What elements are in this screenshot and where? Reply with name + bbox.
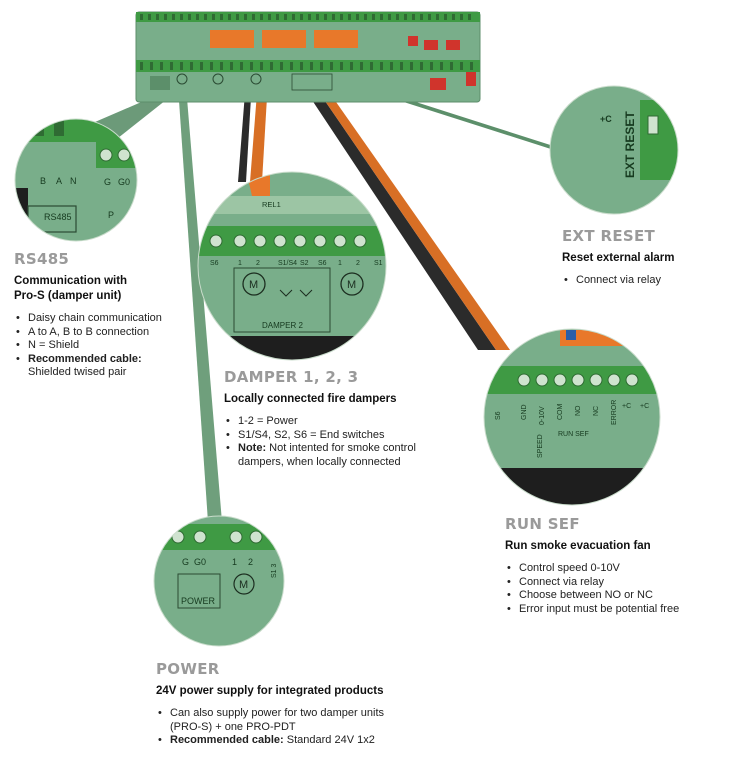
svg-text:DAMPER 2: DAMPER 2	[262, 321, 303, 330]
svg-text:+C: +C	[600, 114, 612, 124]
damper-zoom-circle: REL1 S6 1 2 S1/S4 S2 S6 1 2 S1 M M DA	[197, 171, 387, 361]
power-subtitle: 24V power supply for integrated products	[156, 685, 384, 697]
controller-board	[135, 11, 481, 103]
rs485-title: RS485	[14, 250, 70, 268]
damper-list: 1-2 = Power S1/S4, S2, S6 = End switches…	[224, 415, 464, 469]
svg-text:A: A	[56, 176, 62, 186]
power-zoom-circle: G G0 1 2 M POWER S1 3	[153, 515, 285, 647]
list-item: 1-2 = Power	[224, 415, 464, 429]
svg-text:M: M	[239, 579, 248, 591]
svg-text:POWER: POWER	[181, 596, 216, 606]
list-item: Recommended cable: Standard 24V 1x2	[156, 734, 456, 748]
list-item: Can also supply power for two damper uni…	[156, 707, 456, 734]
svg-text:P: P	[108, 210, 114, 220]
svg-text:SPEED: SPEED	[537, 434, 544, 458]
extreset-title: EXT RESET	[562, 227, 656, 245]
list-item: Control speed 0-10V	[505, 562, 735, 576]
beam-extreset	[360, 88, 566, 150]
svg-text:NC: NC	[593, 406, 600, 416]
list-item: S1/S4, S2, S6 = End switches	[224, 429, 464, 443]
svg-text:EXT RESET: EXT RESET	[623, 111, 637, 178]
svg-text:NO: NO	[575, 405, 582, 416]
damper-callout: DAMPER 1, 2, 3 Locally connected fire da…	[224, 368, 464, 469]
power-title: POWER	[156, 660, 220, 678]
svg-text:2: 2	[356, 260, 360, 267]
extreset-callout: EXT RESET Reset external alarm Connect v…	[562, 227, 734, 288]
power-list: Can also supply power for two damper uni…	[156, 707, 456, 748]
extreset-list: Connect via relay	[562, 274, 734, 288]
svg-text:S6: S6	[210, 260, 219, 267]
svg-text:1: 1	[338, 260, 342, 267]
svg-text:RUN SEF: RUN SEF	[558, 431, 589, 438]
svg-text:RS485: RS485	[44, 212, 72, 222]
extreset-zoom-circle: +C EXT RESET	[549, 85, 679, 215]
svg-text:COM: COM	[557, 404, 564, 421]
beam-runsef-dark	[300, 82, 496, 350]
connector-beams	[30, 80, 566, 522]
svg-text:+C: +C	[640, 403, 649, 410]
runsef-title: RUN SEF	[505, 515, 580, 533]
svg-text:M: M	[347, 279, 356, 291]
list-item: Connect via relay	[562, 274, 734, 288]
list-item: N = Shield	[14, 339, 224, 353]
board-relay-3	[314, 30, 358, 48]
svg-text:G: G	[182, 557, 189, 567]
beam-runsef-orange	[312, 82, 510, 350]
runsef-subtitle: Run smoke evacuation fan	[505, 540, 651, 552]
beam-damper-orange	[250, 80, 268, 182]
svg-text:N: N	[70, 176, 77, 186]
list-item: Connect via relay	[505, 576, 735, 590]
svg-text:G0: G0	[194, 557, 206, 567]
rs485-callout: RS485 Communication with Pro-S (damper u…	[14, 250, 224, 380]
svg-text:ERROR: ERROR	[611, 400, 618, 425]
beam-power	[178, 86, 222, 522]
list-item: Error input must be potential free	[505, 603, 735, 617]
rs485-subtitle: Communication with Pro-S (damper unit)	[14, 275, 128, 302]
svg-text:+C: +C	[622, 403, 631, 410]
svg-text:M: M	[249, 279, 258, 291]
list-item: Choose between NO or NC	[505, 589, 735, 603]
svg-text:REL1: REL1	[262, 200, 281, 209]
svg-text:S2: S2	[300, 260, 309, 267]
list-item: A to A, B to B connection	[14, 326, 224, 340]
svg-text:S1: S1	[374, 260, 383, 267]
list-item: Recommended cable:Shielded twised pair	[14, 353, 224, 380]
runsef-list: Control speed 0-10V Connect via relay Ch…	[505, 562, 735, 616]
svg-text:G: G	[104, 177, 111, 187]
svg-text:S6: S6	[318, 260, 327, 267]
svg-text:2: 2	[248, 557, 253, 567]
svg-text:GND: GND	[521, 404, 528, 420]
rs485-list: Daisy chain communication A to A, B to B…	[14, 312, 224, 380]
beam-damper-dark	[238, 80, 252, 182]
svg-text:S1 3: S1 3	[271, 563, 278, 578]
svg-text:S1/S4: S1/S4	[278, 260, 297, 267]
list-item: Daisy chain communication	[14, 312, 224, 326]
extreset-subtitle: Reset external alarm	[562, 252, 675, 264]
runsef-callout: RUN SEF Run smoke evacuation fan Control…	[505, 515, 735, 616]
power-callout: POWER 24V power supply for integrated pr…	[156, 660, 456, 748]
svg-text:1: 1	[232, 557, 237, 567]
svg-text:2: 2	[256, 260, 260, 267]
board-relay-1	[210, 30, 254, 48]
damper-subtitle: Locally connected fire dampers	[224, 393, 397, 405]
svg-text:S6: S6	[495, 411, 502, 420]
svg-text:B: B	[40, 176, 46, 186]
list-item: Note: Not intented for smoke controldamp…	[224, 442, 464, 469]
svg-text:G0: G0	[118, 177, 130, 187]
damper-title: DAMPER 1, 2, 3	[224, 368, 359, 386]
board-relay-2	[262, 30, 306, 48]
svg-text:0-10V: 0-10V	[539, 406, 546, 425]
rs485-zoom-circle: B A N G G0 RS485 P	[14, 118, 138, 242]
svg-text:1: 1	[238, 260, 242, 267]
runsef-zoom-circle: S6 GND 0-10V COM NO NC ERROR +C +C SPEED…	[483, 328, 661, 506]
